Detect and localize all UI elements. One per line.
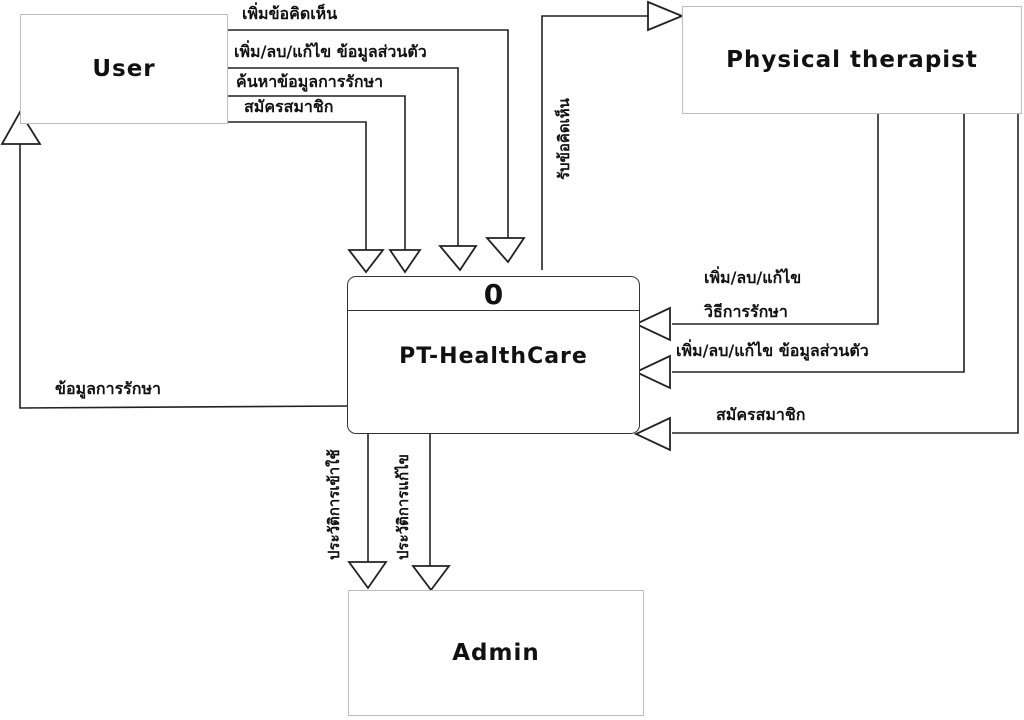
arrowhead-receive-comment — [647, 0, 685, 32]
process-name: PT-HealthCare — [399, 343, 588, 369]
flow-line-pt-edit-personal — [672, 114, 965, 373]
arrowhead-pt-edit-method — [633, 306, 671, 342]
flow-line-pt-edit-method — [672, 114, 879, 325]
admin-entity: Admin — [348, 590, 644, 716]
physical-therapist-entity-label: Physical therapist — [726, 47, 978, 73]
label-receive-comment: รับข้อคิดเห็น — [555, 98, 573, 180]
arrowhead-user-register — [347, 249, 385, 274]
label-pt-edit-method-line1: เพิ่ม/ลบ/แก้ไข — [704, 268, 802, 287]
label-pt-register: สมัครสมาชิก — [716, 405, 806, 424]
arrowhead-edit-history — [411, 565, 451, 592]
label-add-comment: เพิ่มข้อคิดเห็น — [242, 4, 338, 23]
arrowhead-access-history — [347, 561, 388, 590]
label-treatment-info: ข้อมูลการรักษา — [55, 379, 161, 398]
user-entity-label: User — [92, 56, 156, 82]
flow-line-add-comment — [228, 29, 509, 240]
flow-line-search-treatment — [228, 95, 406, 250]
flow-line-treatment-info — [19, 142, 348, 409]
arrowhead-user-edit-personal — [438, 245, 478, 272]
flow-line-receive-comment — [541, 15, 648, 270]
process-pt-healthcare: 0 PT-HealthCare — [347, 276, 640, 434]
admin-entity-label: Admin — [452, 640, 540, 666]
flow-line-user-edit-personal — [228, 67, 459, 246]
label-access-history: ประวัติการเข้าใช้ — [325, 449, 343, 560]
physical-therapist-entity: Physical therapist — [682, 6, 1022, 114]
label-edit-history: ประวัติการแก้ไข — [394, 454, 412, 560]
arrowhead-search-treatment — [388, 249, 422, 274]
arrowhead-add-comment — [485, 237, 526, 264]
label-search-treatment: ค้นหาข้อมูลการรักษา — [236, 72, 384, 91]
arrowhead-pt-edit-personal — [633, 354, 671, 390]
label-user-register: สมัครสมาชิก — [244, 97, 334, 116]
flow-line-user-register — [228, 121, 367, 250]
arrowhead-treatment-info — [0, 110, 42, 145]
label-user-edit-personal: เพิ่ม/ลบ/แก้ไข ข้อมูลส่วนตัว — [234, 42, 427, 61]
flow-line-pt-register — [672, 110, 1019, 434]
label-pt-edit-method-line2: วิธีการรักษา — [704, 302, 788, 321]
user-entity: User — [20, 14, 228, 124]
process-divider — [348, 310, 639, 311]
label-pt-edit-personal: เพิ่ม/ลบ/แก้ไข ข้อมูลส่วนตัว — [676, 341, 869, 360]
arrowhead-pt-register — [633, 416, 671, 452]
process-id: 0 — [483, 277, 504, 311]
